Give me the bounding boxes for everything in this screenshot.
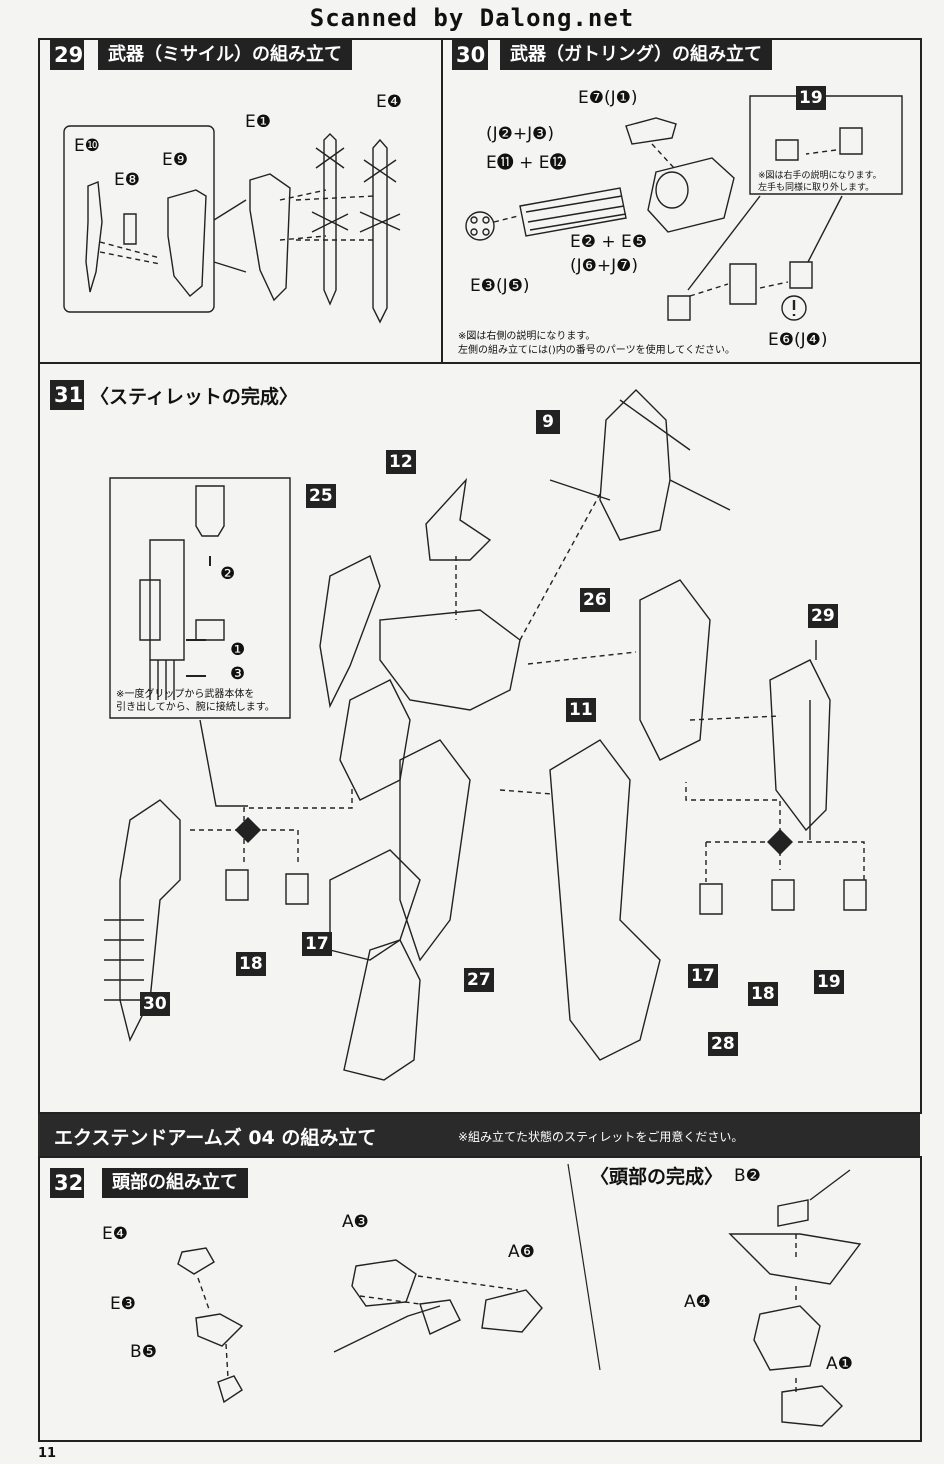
caution-icon bbox=[781, 295, 807, 321]
part-tag-18-right: 18 bbox=[748, 982, 778, 1006]
missile-assembly-29 bbox=[769, 659, 831, 832]
step-number-32: 32 bbox=[50, 1168, 84, 1198]
part-tag-27: 27 bbox=[464, 968, 494, 992]
part-tag-19-inset: 19 bbox=[796, 86, 826, 110]
step-title-31: 〈スティレットの完成〉 bbox=[90, 386, 298, 408]
part-label-e7: E❼(J❶) bbox=[578, 88, 638, 108]
part-tag-12: 12 bbox=[386, 450, 416, 474]
inset-step-2: ❷ bbox=[220, 564, 236, 584]
missile-rack-assembly bbox=[249, 173, 291, 302]
part-tag-29: 29 bbox=[808, 604, 838, 628]
gatling-part-e6-grip bbox=[667, 295, 691, 321]
banner-title: エクステンドアームズ 04 の組み立て bbox=[54, 1127, 377, 1149]
section-banner: エクステンドアームズ 04 の組み立て ※組み立てた状態のスティレットをご用意く… bbox=[38, 1114, 920, 1156]
part-tag-9: 9 bbox=[536, 410, 560, 434]
part-label-e2-e5: E❷ + E❺ bbox=[570, 232, 648, 252]
wing-part-25 bbox=[319, 555, 381, 709]
head-part-a1 bbox=[781, 1385, 843, 1427]
diamond-symbol-left bbox=[235, 817, 261, 843]
part-tag-18-left: 18 bbox=[236, 952, 266, 976]
step-title-29: 武器（ミサイル）の組み立て bbox=[98, 40, 352, 70]
hand-part-19 bbox=[839, 127, 863, 155]
head-part-e4 bbox=[177, 1247, 215, 1275]
part-label-e11-e12: E⓫ + E⓬ bbox=[486, 153, 567, 173]
part-label-e6: E❻(J❹) bbox=[768, 330, 828, 350]
missile-rack-part-e9 bbox=[167, 189, 207, 297]
gatling-muzzle bbox=[465, 211, 495, 241]
inset-step-3: ❸ bbox=[230, 664, 246, 684]
part-label-e1: E❶ bbox=[245, 112, 271, 132]
grip-inset-frame bbox=[109, 477, 291, 719]
missile-pin-part-e8 bbox=[123, 213, 137, 245]
step-title-32: 頭部の組み立て bbox=[102, 1168, 248, 1198]
weapon-grip-body bbox=[149, 539, 185, 661]
panel-step-32 bbox=[38, 1156, 922, 1442]
step-number-29: 29 bbox=[50, 40, 84, 70]
part-label-b5: B❺ bbox=[130, 1342, 157, 1362]
part-label-a4: A❹ bbox=[684, 1292, 711, 1312]
step-number-31: 31 bbox=[50, 380, 84, 410]
leg-part-28 bbox=[549, 739, 661, 1061]
waist bbox=[399, 739, 471, 962]
missile-2 bbox=[372, 138, 388, 324]
part-label-j6-j7: (J❻+J❼) bbox=[570, 256, 639, 276]
part-tag-19-right: 19 bbox=[814, 970, 844, 994]
torso-part-11 bbox=[379, 609, 521, 711]
part-label-a3: A❸ bbox=[342, 1212, 369, 1232]
part-tag-17-right: 17 bbox=[688, 964, 718, 988]
panel-step-29 bbox=[38, 38, 443, 364]
head-visor-a4 bbox=[728, 1233, 862, 1285]
part-tag-28: 28 bbox=[708, 1032, 738, 1056]
head-part-a6 bbox=[481, 1289, 543, 1333]
antenna-part-b2 bbox=[777, 1199, 809, 1227]
part-label-e3: E❸(J❺) bbox=[470, 276, 530, 296]
gatling-drum bbox=[647, 157, 735, 233]
gatling-part-handle bbox=[729, 263, 757, 305]
leg-part-27 bbox=[343, 939, 421, 1081]
step-title-30: 武器（ガトリング）の組み立て bbox=[500, 40, 772, 70]
part-label-e3-head: E❸ bbox=[110, 1294, 136, 1314]
step30-footnote: ※図は右側の説明になります。 左側の組み立てには()内の番号のパーツを使用してく… bbox=[458, 331, 736, 356]
part-tag-30: 30 bbox=[140, 992, 170, 1016]
part-label-b2: B❷ bbox=[734, 1166, 761, 1186]
part-label-a6: A❻ bbox=[508, 1242, 535, 1262]
watermark: Scanned by Dalong.net bbox=[309, 4, 635, 32]
head-assembly-complete bbox=[753, 1305, 821, 1371]
part-label-e4: E❹ bbox=[376, 92, 402, 112]
part-tag-26: 26 bbox=[580, 588, 610, 612]
gatling-barrel bbox=[519, 187, 627, 237]
head-part-12 bbox=[425, 477, 492, 561]
panel-step-30 bbox=[441, 38, 922, 364]
gatling-part-e7 bbox=[625, 117, 677, 145]
part-label-a1: A❶ bbox=[826, 1354, 853, 1374]
head-part-b5 bbox=[217, 1375, 243, 1404]
inset-note-right-hand: ※図は右手の説明になります。 左手も同様に取り外します。 bbox=[758, 171, 882, 193]
hand-connector bbox=[789, 261, 813, 289]
part-label-e9: E❾ bbox=[162, 150, 188, 170]
part-label-e10: E❿ bbox=[74, 136, 100, 156]
hand-removal-inset-frame bbox=[749, 95, 903, 195]
diamond-symbol-right bbox=[767, 829, 793, 855]
page-number: 11 bbox=[38, 1446, 57, 1461]
shoulder-part-26 bbox=[639, 579, 711, 761]
backpack-part-9 bbox=[599, 389, 671, 541]
grip-inset-note: ※一度グリップから武器本体を 引き出してから、腕に接続します。 bbox=[116, 689, 275, 713]
missile-1 bbox=[323, 133, 337, 306]
arm-connector-part bbox=[195, 485, 225, 537]
part-tag-11: 11 bbox=[566, 698, 596, 722]
part-tag-25: 25 bbox=[306, 484, 336, 508]
banner-note: ※組み立てた状態のスティレットをご用意ください。 bbox=[458, 1130, 744, 1144]
missile-rack-part-e10 bbox=[85, 181, 103, 293]
missile-inset-frame bbox=[63, 125, 215, 313]
step-number-30: 30 bbox=[452, 40, 488, 70]
part-tag-17-left: 17 bbox=[302, 932, 332, 956]
panel-step-31 bbox=[38, 362, 922, 1114]
part-label-e8: E❽ bbox=[114, 170, 140, 190]
part-label-j2-j3: (J❷+J❸) bbox=[486, 124, 555, 144]
inset-step-1: ❶ bbox=[230, 640, 246, 660]
head-part-e3 bbox=[195, 1313, 244, 1347]
head-complete-title: 〈頭部の完成〉 bbox=[590, 1166, 724, 1188]
part-label-e4-head: E❹ bbox=[102, 1224, 128, 1244]
